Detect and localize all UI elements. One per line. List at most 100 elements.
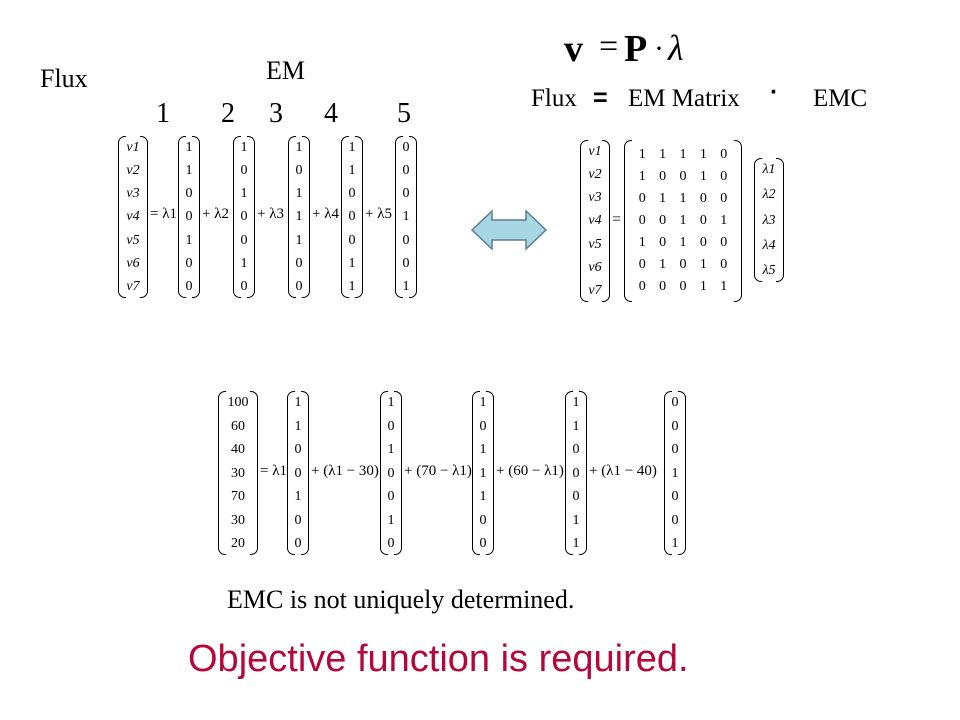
em-entry: 0 [185,255,193,271]
matrix-cell: 0 [679,169,687,184]
matrix-cell: 0 [679,279,687,294]
em-entry: 0 [348,186,356,202]
em-matrix: 1 1 1 1 0 1 0 0 1 0 0 1 1 0 0 0 0 1 0 1 … [624,140,742,302]
em-entry: 0 [671,395,679,410]
objective-note: Objective function is required. [188,638,689,680]
flux-symbol: v6 [588,259,602,275]
matrix-cell: 0 [638,279,646,294]
em-entry: 0 [402,232,410,248]
matrix-cell: 1 [699,169,707,184]
matrix-cell: 0 [699,235,707,250]
coef-5: + λ5 [365,206,392,222]
num-em-vector-5: 0 0 0 1 0 0 1 [664,391,686,555]
matrix-cell: 0 [720,147,728,162]
matrix-cell: 0 [720,257,728,272]
matrix-equals: = [612,211,622,228]
em-entry: 0 [572,465,580,481]
column-number-2: 2 [221,98,235,129]
flux-symbol: v7 [126,278,140,294]
coef-1: = λ1 [150,206,177,222]
em-entry: 1 [387,395,395,410]
matrix-cell: 1 [638,169,646,184]
em-entry: 1 [348,255,356,271]
em-entry: 0 [671,489,679,504]
em-entry: 1 [572,395,580,410]
matrix-cell: 0 [638,191,646,206]
flux-symbol: v1 [588,144,602,159]
column-number-1: 1 [156,98,170,129]
em-entry: 0 [240,278,248,294]
em-entry: 0 [402,186,410,202]
em-entry: 0 [294,536,302,551]
em-entry: 0 [294,442,302,457]
em-entry: 0 [240,232,248,248]
flux-symbol: v3 [588,190,602,206]
num-coef-3: + (70 − λ1) [404,463,472,479]
matrix-cell: 1 [679,191,687,206]
em-entry: 0 [387,489,395,504]
desc-em-matrix: EM Matrix [628,85,740,112]
em-entry: 0 [671,512,679,528]
em-entry: 0 [671,418,679,434]
em-entry: 1 [185,140,193,155]
em-entry: 0 [671,442,679,457]
em-entry: 1 [402,278,410,294]
flux-value: 100 [227,395,249,410]
em-entry: 1 [294,418,302,434]
matrix-cell: 1 [659,191,667,206]
matrix-cell: 0 [699,213,707,228]
em-entry: 0 [295,163,303,179]
em-entry: 0 [294,465,302,481]
num-em-vector-2: 1 0 1 0 0 1 0 [380,391,402,555]
em-entry: 0 [294,512,302,528]
lambda-symbol: λ5 [762,263,776,278]
not-unique-note: EMC is not uniquely determined. [227,585,575,614]
num-coef-4: + (60 − λ1) [496,463,564,479]
em-entry: 1 [479,465,487,481]
em-entry: 1 [240,255,248,271]
em-entry: 1 [402,209,410,225]
em-entry: 1 [240,140,248,155]
lambda-symbol: λ3 [762,212,776,228]
matrix-cell: 1 [720,213,728,228]
em-entry: 0 [479,512,487,528]
em-vector-2: 1 0 1 0 0 1 0 [233,136,255,298]
num-em-vector-3: 1 0 1 1 1 0 0 [472,391,494,555]
formula-dot: · [654,32,664,65]
desc-emc: EMC [813,85,868,112]
em-entry: 0 [295,255,303,271]
matrix-cell: 1 [659,257,667,272]
num-coef-1: = λ1 [260,463,287,479]
num-coef-5: + (λ1 − 40) [589,463,657,479]
em-entry: 1 [294,395,302,410]
em-entry: 1 [479,442,487,457]
matrix-cell: 1 [659,147,667,162]
em-entry: 1 [295,232,303,248]
matrix-cell: 1 [699,279,707,294]
lambda-vector: λ1 λ2 λ3 λ4 λ5 [754,158,784,282]
em-entry: 1 [572,418,580,434]
em-entry: 1 [295,186,303,202]
flux-symbol: v4 [588,213,602,229]
flux-value: 60 [231,418,245,434]
matrix-cell: 0 [638,213,646,228]
em-entry: 0 [240,209,248,225]
em-entry: 0 [240,163,248,179]
em-entry: 0 [402,163,410,179]
em-vector-4: 1 1 0 0 0 1 1 [341,136,363,298]
coef-2: + λ2 [202,206,229,222]
matrix-cell: 0 [720,235,728,250]
em-label: EM [266,56,305,85]
em-entry: 0 [185,209,193,225]
matrix-cell: 0 [659,213,667,228]
em-entry: 0 [572,442,580,457]
flux-value: 40 [231,442,245,457]
coef-3: + λ3 [257,206,284,222]
em-entry: 0 [402,140,410,155]
em-entry: 1 [479,489,487,504]
em-entry: 1 [348,163,356,179]
matrix-cell: 0 [679,257,687,272]
flux-symbol: v3 [126,186,140,202]
matrix-cell: 1 [699,147,707,162]
em-entry: 1 [295,209,303,225]
